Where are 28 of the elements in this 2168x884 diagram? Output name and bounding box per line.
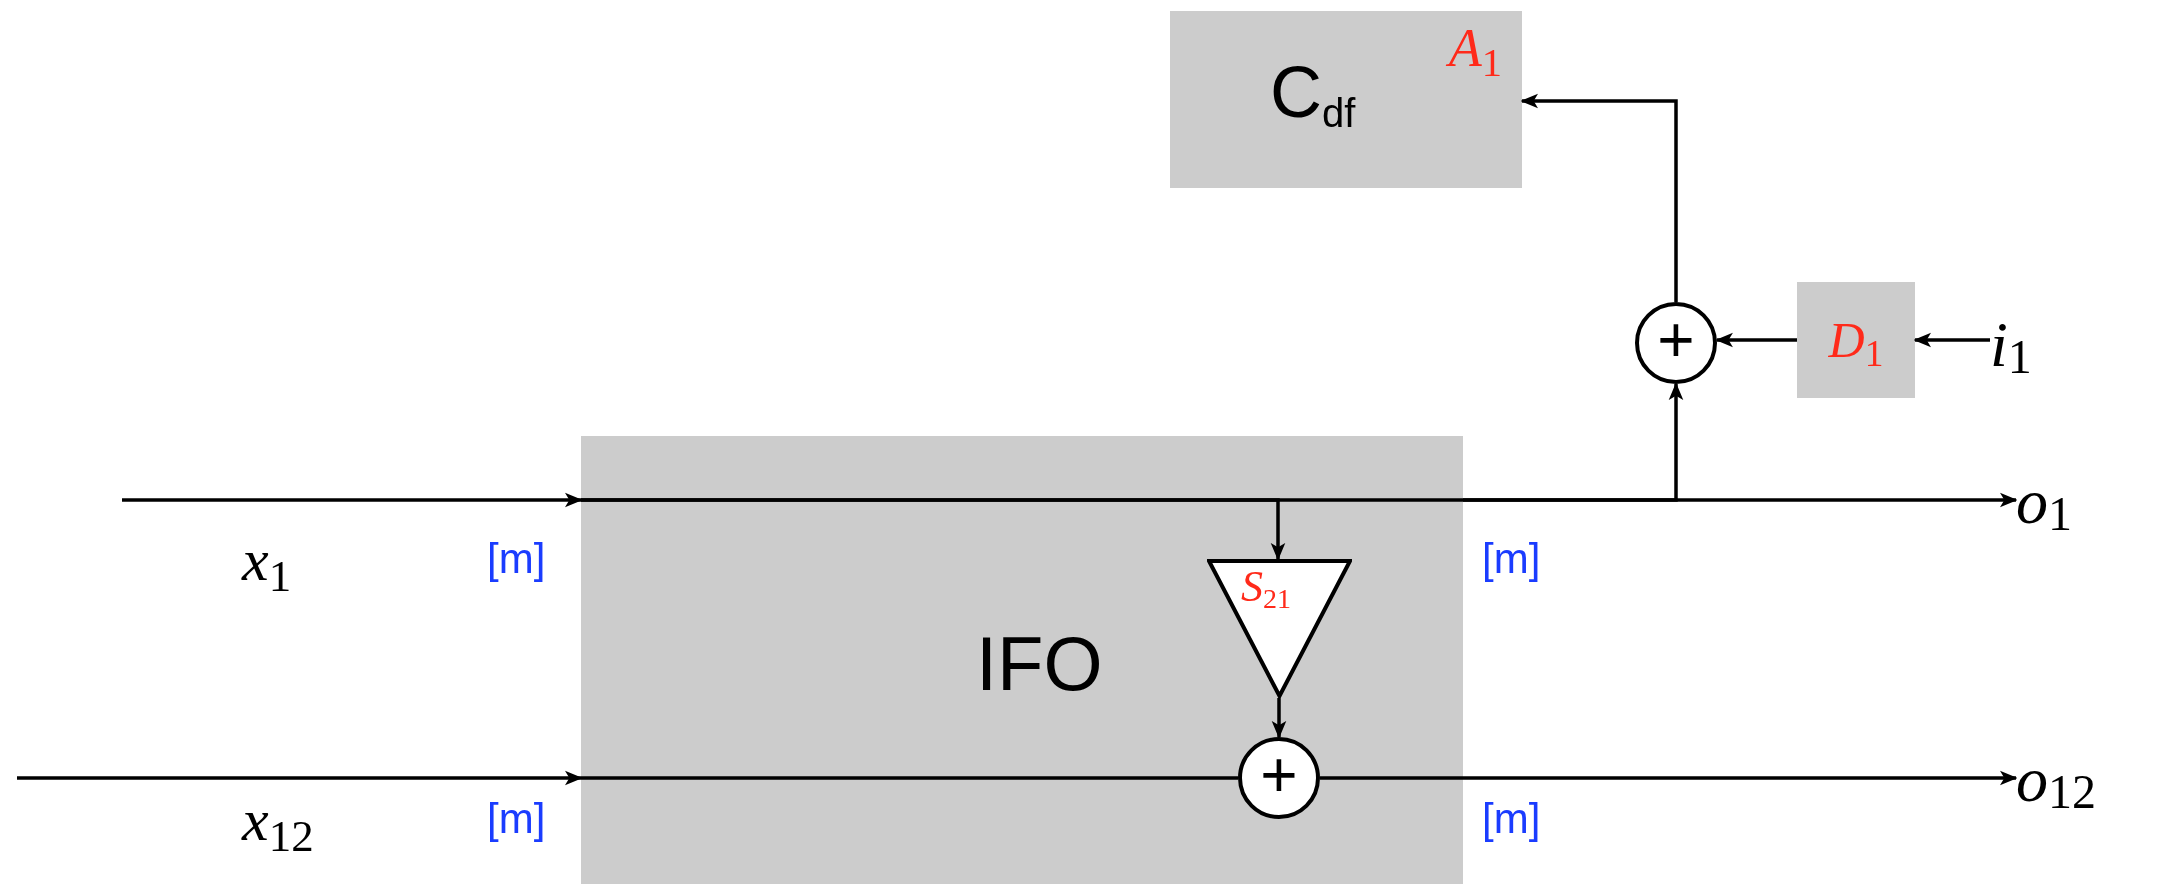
gain-label: S$_{21}$ — [1241, 565, 1291, 609]
index-label: [m] — [1482, 538, 1541, 580]
block-label: IFO — [976, 626, 1103, 702]
signal-label: x$_{1}$ — [242, 530, 292, 590]
index-label: [m] — [1482, 798, 1541, 840]
arrow — [1520, 93, 1678, 302]
block-label: C$_{df}$ — [1270, 56, 1356, 128]
signal-label: o$_{12}$ — [2016, 740, 2166, 820]
arrow — [17, 770, 583, 786]
arrow — [1913, 332, 1990, 348]
signal-label: o$_{1}$ — [2016, 462, 2126, 542]
signal-label: i$_{1}$ — [1990, 300, 2080, 390]
operator-label: + — [1260, 743, 1298, 807]
arrow — [1271, 698, 1287, 739]
index-label: [m] — [487, 538, 546, 580]
arrow — [1463, 382, 1684, 502]
arrow — [1715, 332, 1797, 348]
parameter-label: D$_{1}$ — [1828, 315, 1884, 365]
arrow — [122, 492, 583, 508]
operator-label: + — [1657, 308, 1695, 372]
arrow — [581, 498, 1286, 561]
parameter-label: A$_{1}$ — [1448, 21, 1502, 75]
process-box — [581, 436, 1463, 884]
index-label: [m] — [487, 798, 546, 840]
process-box — [1797, 282, 1915, 398]
signal-label: x$_{12}$ — [242, 790, 314, 850]
arrow — [1320, 770, 2018, 786]
process-box — [1170, 11, 1522, 188]
